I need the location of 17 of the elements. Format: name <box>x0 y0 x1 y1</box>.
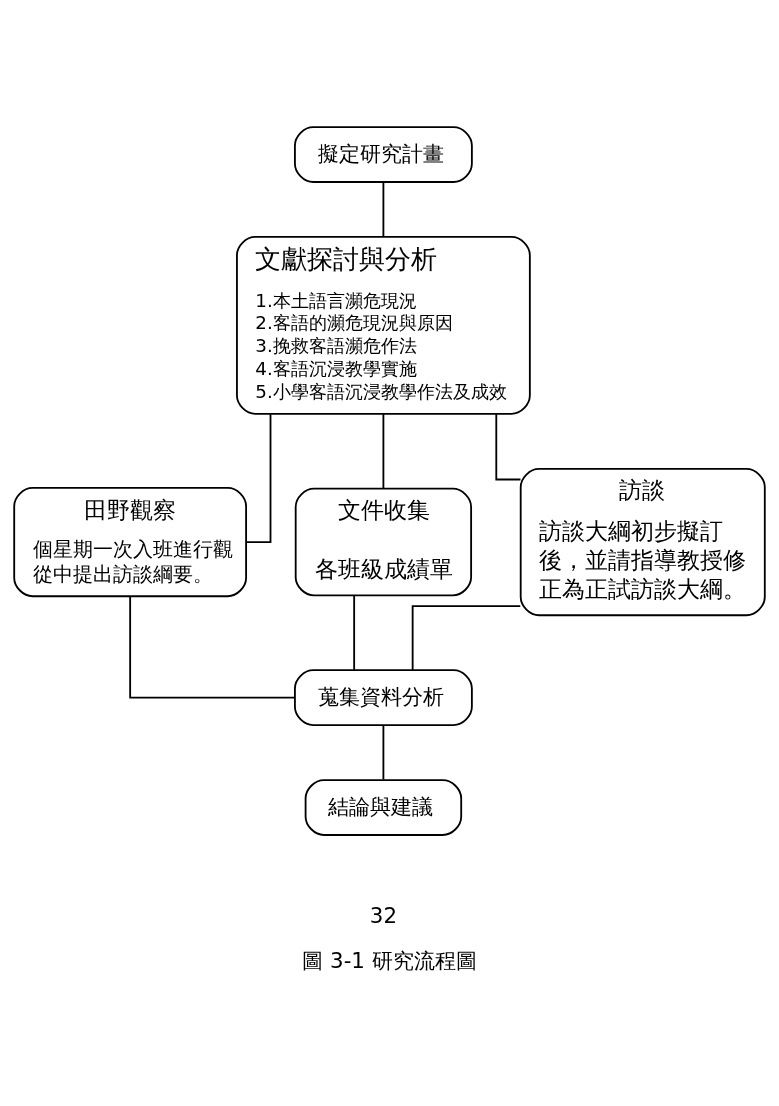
connector <box>129 595 296 699</box>
node-box: 擬定研究計畫 <box>294 125 473 183</box>
connector <box>411 604 522 671</box>
caption: 圖 3-1 研究流程圖 <box>302 947 477 973</box>
label: 32 <box>369 902 397 928</box>
connector <box>353 594 356 671</box>
node-box: 結論與建議 <box>304 778 463 836</box>
node-box: 田野觀察 個星期一次入班進行觀從中提出訪談綱要。 <box>13 486 247 597</box>
node-box: 訪談 訪談大綱初步擬訂後，並請指導教授修正為正試訪談大綱。 <box>519 467 766 616</box>
node-box: 蒐集資料分析 <box>294 668 473 726</box>
connector <box>245 412 272 543</box>
node-box: 文獻探討與分析 1.本土語言瀕危現況 2.客語的瀕危現況與原因 3.挽救客語瀕危作法 4.客語沉浸教學實施 5.小學客語沉浸教學作法及成效 <box>236 235 531 415</box>
node-box: 文件收集 各班級成績單 <box>294 487 473 596</box>
connector <box>382 412 385 489</box>
connector <box>495 412 522 480</box>
connector <box>382 723 385 780</box>
connector <box>382 181 385 238</box>
